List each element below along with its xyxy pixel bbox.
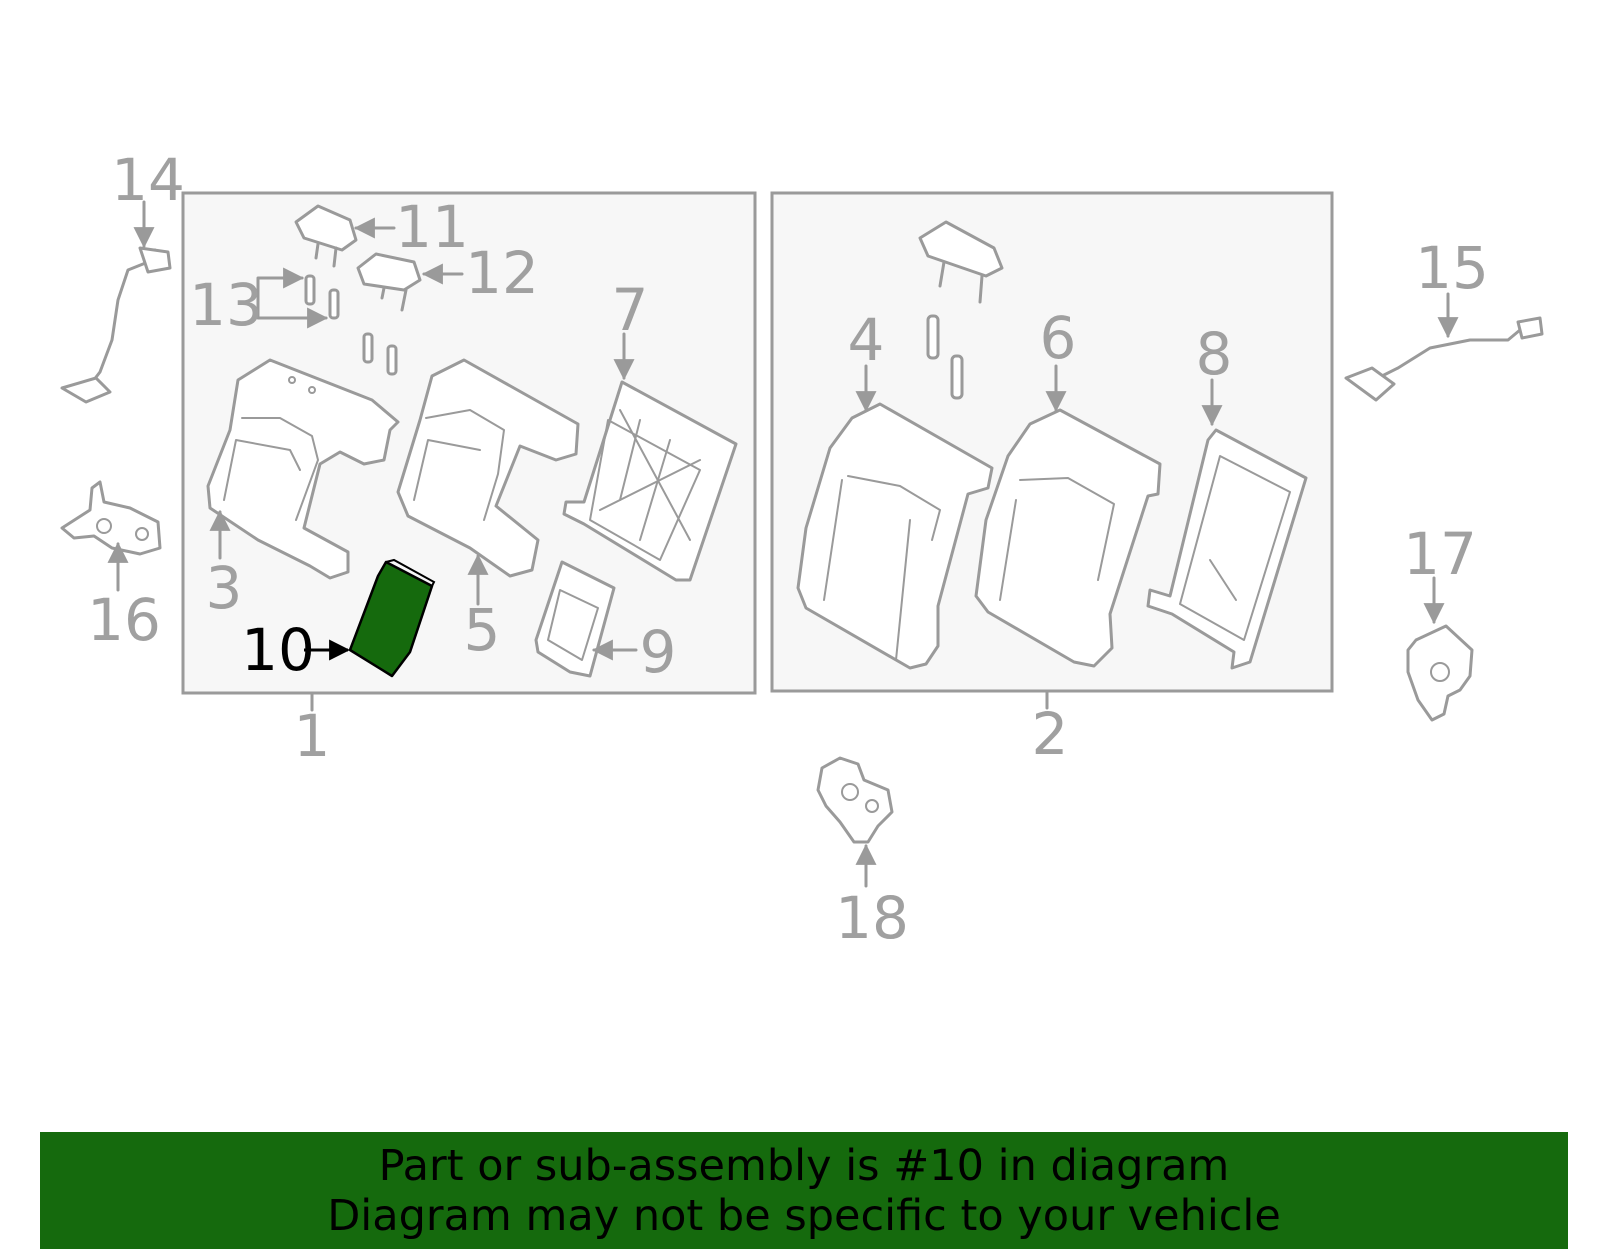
callout-12: 12	[465, 239, 539, 307]
part-18-bracket-drawing	[816, 756, 894, 844]
callout-10-highlighted: 10	[241, 616, 315, 684]
part-16-bracket-drawing	[60, 480, 162, 556]
callout-1: 1	[294, 702, 331, 770]
part-13-guides-drawing	[304, 274, 398, 376]
part-3-seatback-drawing	[206, 358, 400, 580]
part-5-seatback-cover-drawing	[396, 358, 580, 578]
callout-6: 6	[1040, 304, 1077, 372]
callout-5: 5	[464, 596, 501, 664]
callout-2: 2	[1032, 700, 1069, 768]
leader-lines	[107, 200, 1459, 888]
part-7-panel-drawing	[562, 380, 738, 582]
part-17-bracket-drawing	[1406, 624, 1474, 722]
callout-16: 16	[87, 586, 161, 654]
info-banner-line-2: Diagram may not be specific to your vehi…	[327, 1190, 1281, 1241]
part-15-cable-drawing	[1344, 316, 1544, 402]
callout-4: 4	[848, 306, 885, 374]
part-11-headrest-drawing	[294, 204, 358, 268]
part-14-cable-drawing	[60, 246, 172, 404]
callout-17: 17	[1403, 520, 1477, 588]
callout-14: 14	[111, 146, 185, 214]
part-4-seatback-drawing	[796, 402, 994, 670]
info-banner-line-1: Part or sub-assembly is #10 in diagram	[378, 1140, 1230, 1191]
callout-8: 8	[1196, 320, 1233, 388]
right-headrest-drawing	[918, 220, 1004, 400]
callout-18: 18	[835, 884, 909, 952]
callout-11: 11	[395, 193, 469, 261]
part-10-armrest-highlighted	[348, 558, 436, 678]
callout-7: 7	[612, 276, 649, 344]
callout-13: 13	[189, 271, 263, 339]
callout-15: 15	[1415, 234, 1489, 302]
part-12-headrest-drawing	[356, 252, 422, 312]
part-8-panel-drawing	[1146, 428, 1308, 670]
info-banner: Part or sub-assembly is #10 in diagram D…	[40, 1132, 1568, 1249]
callout-3: 3	[206, 554, 243, 622]
part-6-seatback-cover-drawing	[974, 408, 1162, 668]
callout-9: 9	[640, 618, 677, 686]
